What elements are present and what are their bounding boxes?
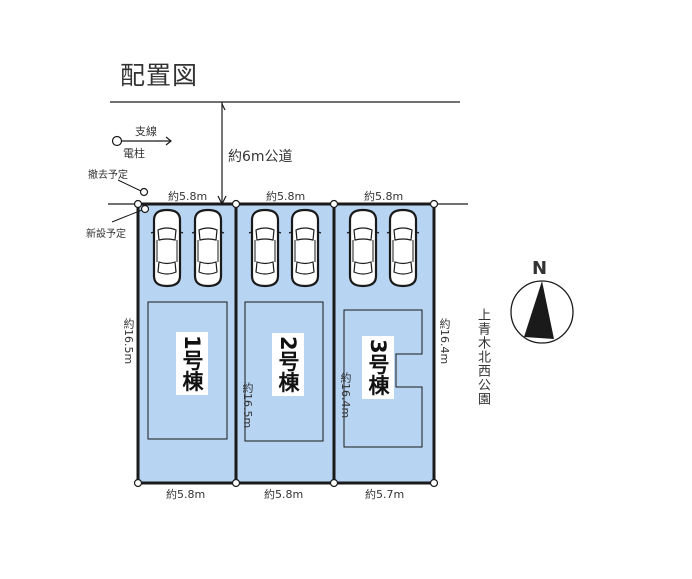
lot-1-depth: 約16.5m — [122, 318, 135, 365]
lot-1-bottom-width: 約5.8m — [166, 488, 206, 501]
utility-pole-label: 電柱 — [123, 147, 145, 160]
pole-remove-marker-icon — [117, 179, 149, 197]
car-icon — [190, 208, 226, 288]
lot-3-depth-right: 約16.4m — [438, 318, 451, 365]
guy-wire-label: 支線 — [135, 125, 157, 138]
building-3-footprint — [343, 309, 423, 448]
lot-3-top-width: 約5.8m — [364, 190, 404, 203]
north-arrow-icon — [510, 280, 574, 344]
pole-new-label: 新設予定 — [86, 229, 126, 240]
compass-north-label: N — [532, 258, 548, 279]
building-2-label: 2号棟 — [272, 333, 304, 396]
lot-3-depth: 約16.4m — [339, 372, 352, 419]
road-label: 約6m公道 — [228, 149, 293, 165]
car-icon — [385, 208, 421, 288]
car-icon — [287, 208, 323, 288]
pole-remove-label: 撤去予定 — [88, 170, 128, 181]
lot-1-top-width: 約5.8m — [168, 190, 208, 203]
car-icon — [247, 208, 283, 288]
road-width-arrow-icon — [217, 102, 227, 206]
lot-2-depth: 約16.5m — [241, 382, 254, 429]
lot-2-bottom-width: 約5.8m — [264, 488, 304, 501]
utility-pole-legend-icon — [111, 135, 172, 147]
lot-3-bottom-width: 約5.7m — [365, 488, 405, 501]
building-1-label: 1号棟 — [176, 332, 208, 395]
page-title: 配置図 — [120, 61, 199, 90]
boundary-markers — [133, 199, 439, 488]
lot-2-top-width: 約5.8m — [266, 190, 306, 203]
car-icon — [345, 208, 381, 288]
building-1-footprint — [147, 301, 228, 440]
park-label: 上青木北西公園 — [475, 308, 490, 406]
pole-new-marker-icon — [111, 204, 150, 223]
car-icon — [149, 208, 185, 288]
building-2-footprint — [244, 301, 324, 442]
building-3-label: 3号棟 — [362, 336, 394, 399]
